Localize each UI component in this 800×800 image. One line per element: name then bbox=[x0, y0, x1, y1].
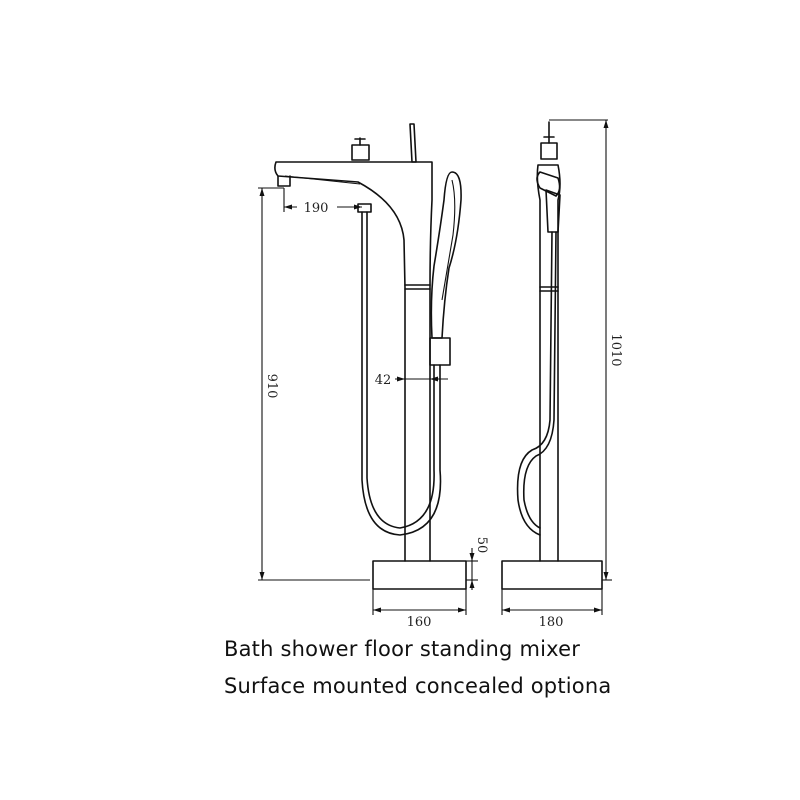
dim-50-label: 50 bbox=[474, 537, 489, 554]
side-spout bbox=[536, 171, 561, 197]
front-shower-holder bbox=[429, 337, 451, 366]
front-view: 910 190 42 50 160 bbox=[258, 123, 489, 630]
dim-910-label: 910 bbox=[264, 374, 279, 399]
front-hand-shower-inner bbox=[441, 179, 456, 301]
side-knob bbox=[540, 142, 558, 160]
side-shower-holder bbox=[545, 189, 561, 233]
dim-190-label: 190 bbox=[304, 201, 329, 216]
dim-180-label: 180 bbox=[539, 615, 564, 630]
front-hose bbox=[361, 211, 442, 536]
front-knob bbox=[351, 144, 370, 161]
front-hose-inner bbox=[366, 211, 435, 529]
dim-1010-label: 1010 bbox=[608, 333, 623, 366]
front-hose-top bbox=[357, 203, 372, 213]
front-base-plate bbox=[372, 560, 467, 590]
front-spout-underside bbox=[284, 175, 361, 185]
front-lever bbox=[409, 123, 417, 163]
front-hand-shower bbox=[430, 171, 462, 339]
dim-160-label: 160 bbox=[407, 615, 432, 630]
side-view: 1010 180 bbox=[501, 119, 623, 630]
caption-title: Bath shower floor standing mixer bbox=[224, 637, 581, 661]
side-main-column bbox=[536, 164, 561, 562]
front-main-column bbox=[274, 161, 433, 562]
side-hose bbox=[516, 231, 553, 536]
front-spout-nozzle bbox=[277, 175, 291, 187]
side-base-plate bbox=[501, 560, 603, 590]
caption-subtitle: Surface mounted concealed optiona bbox=[224, 674, 612, 698]
side-hose-inner bbox=[522, 231, 557, 529]
dim-42-label: 42 bbox=[375, 373, 392, 388]
